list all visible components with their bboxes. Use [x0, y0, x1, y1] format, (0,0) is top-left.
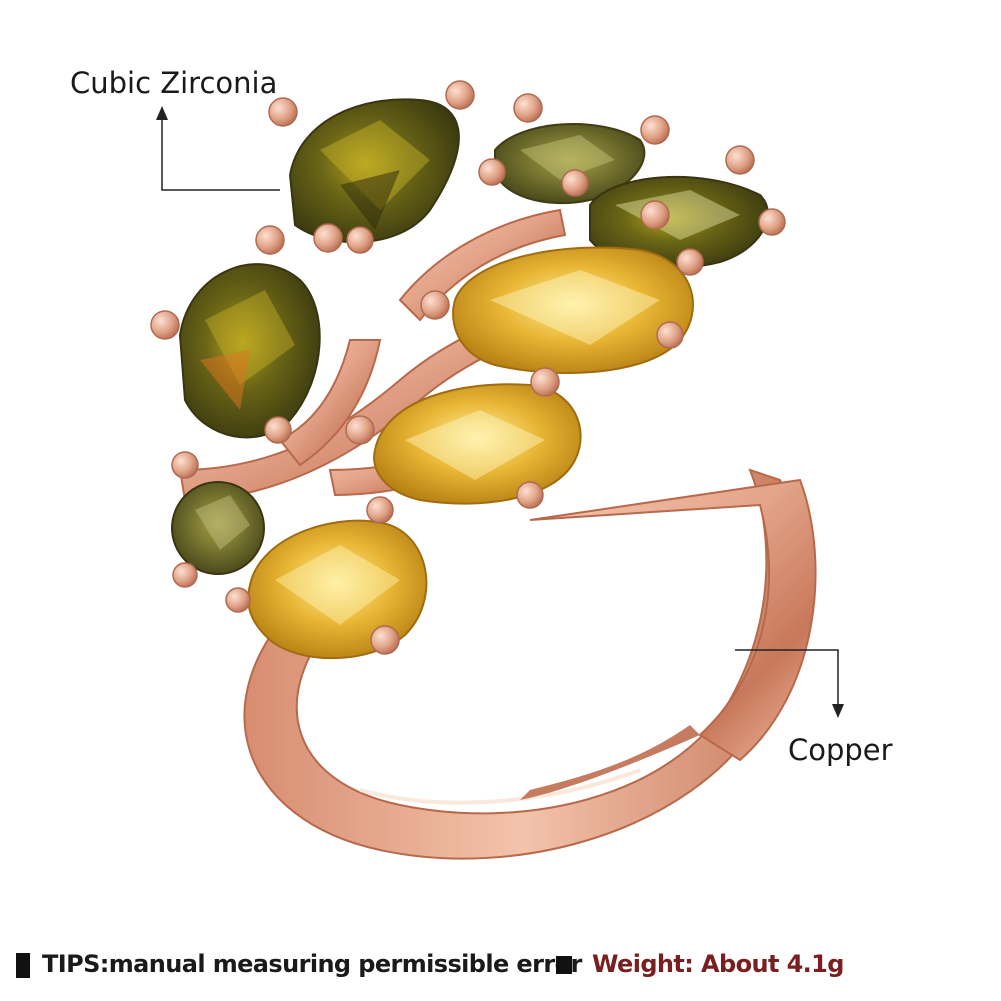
stone-olive-left: [178, 263, 321, 439]
stone-olive-small: [171, 481, 265, 575]
arrow-down-icon: [832, 704, 844, 718]
square-bullet-icon: [556, 956, 572, 974]
cubic-zirconia-label: Cubic Zirconia: [70, 66, 278, 100]
square-bullet-icon: [16, 953, 30, 978]
ring-band: [243, 468, 817, 860]
footer-notes: TIPS:manual measuring permissible error …: [0, 950, 1001, 990]
callout-metal: [735, 649, 844, 718]
weight-text: Weight: About 4.1g: [592, 950, 844, 978]
stone-yellow-mid: [373, 383, 582, 505]
copper-label: Copper: [788, 733, 893, 767]
callout-stone: [156, 106, 280, 191]
stone-olive-upper-mid: [494, 123, 646, 205]
arrow-up-icon: [156, 106, 168, 120]
stone-yellow-large: [452, 246, 694, 374]
stone-olive-top: [288, 98, 460, 244]
stone-yellow-lower: [247, 519, 428, 660]
prongs: [150, 80, 786, 655]
tips-text: TIPS:manual measuring permissible error: [42, 950, 582, 978]
